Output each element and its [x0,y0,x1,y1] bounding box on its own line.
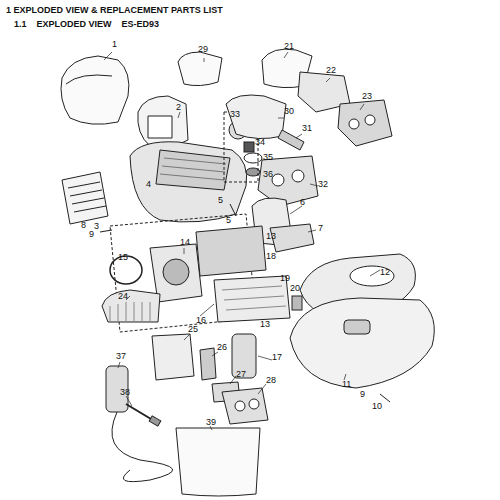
callout-number: 27 [236,370,246,379]
callout-number: 34 [255,138,265,147]
callout-number: 33 [230,110,240,119]
callout-number: 38 [120,388,130,397]
callout-number: 20 [290,284,300,293]
callout-number: 4 [146,180,151,189]
callout-number: 14 [180,238,190,247]
callout-number: 11 [342,380,351,389]
callout-number: 15 [118,253,128,262]
callout-number: 9 [360,390,365,399]
callout-number: 32 [318,180,328,189]
callout-number: 10 [372,402,382,411]
callout-number: 23 [362,92,372,101]
callout-number: 30 [284,107,294,116]
callout-number: 39 [206,418,216,427]
callout-number: 36 [263,170,273,179]
subtitle: 1.1 EXPLODED VIEW ES-ED93 [14,20,159,29]
callout-number: 16 [196,316,206,325]
callout-number: 22 [326,66,336,75]
callout-number: 25 [188,325,198,334]
callout-number: 31 [302,124,312,133]
callout-number: 18 [266,252,276,261]
callout-number: 5 [218,196,223,205]
callout-number: 8 [81,221,86,230]
callout-number: 5 [226,216,231,225]
callout-number: 13 [266,232,276,241]
callout-number: 29 [198,45,208,54]
callout-number: 9 [89,230,94,239]
callout-number: 24 [118,292,128,301]
callout-number: 6 [300,198,305,207]
callout-number: 12 [380,268,390,277]
callout-number: 3 [94,222,99,231]
callout-number: 7 [318,224,323,233]
callout-number: 21 [284,42,294,51]
callout-number: 37 [116,352,126,361]
callout-number: 35 [263,153,273,162]
callout-number: 13 [260,320,270,329]
page-title: 1 EXPLODED VIEW & REPLACEMENT PARTS LIST [6,6,223,15]
callout-number: 1 [112,40,117,49]
callout-number: 19 [280,274,290,283]
callout-number: 28 [266,376,276,385]
callout-number: 26 [217,343,227,352]
callout-number: 17 [272,353,282,362]
callout-number: 2 [176,103,181,112]
